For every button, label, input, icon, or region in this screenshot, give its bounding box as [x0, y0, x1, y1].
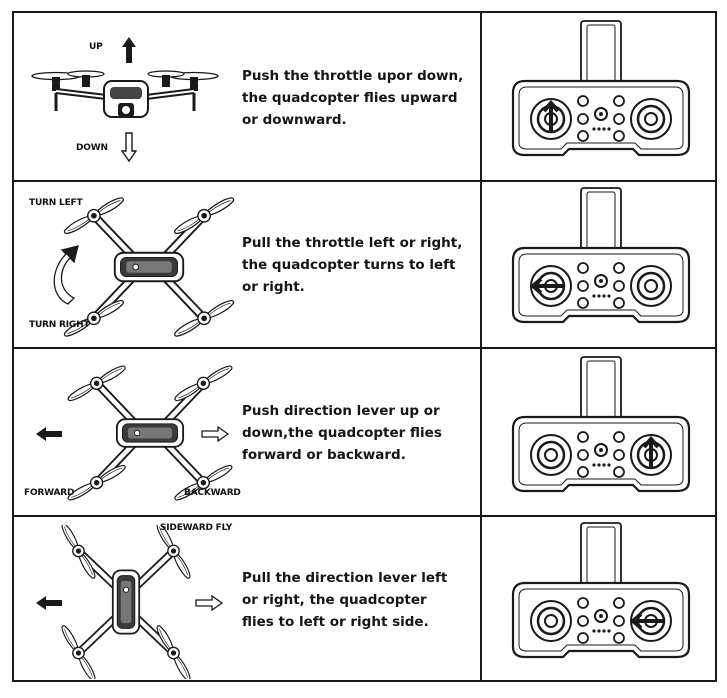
drone-top-icon — [46, 525, 206, 679]
label-turn-left: TURN LEFT — [29, 198, 83, 208]
controller-icon — [511, 355, 691, 493]
instruction-text: Pull the throttle left or right, the qua… — [242, 235, 463, 295]
label-up: UP — [89, 42, 103, 52]
instruction-text: Push the throttle upor down, the quadcop… — [242, 68, 464, 128]
arrow-left-icon — [36, 427, 62, 441]
label-forward: FORWARD — [24, 488, 75, 498]
drone-front-icon — [31, 70, 219, 118]
label-turn-right: TURN RIGHT — [29, 320, 90, 330]
row-throttle-turn: TURN LEFT TURN RIGHT Pull the throttle l… — [14, 182, 715, 347]
controller-icon — [511, 19, 691, 157]
column-divider — [480, 13, 482, 680]
row-direction-forward: FORWARD BACKWARD Push direction lever up… — [14, 349, 715, 515]
row-throttle-updown: UP DOWN Push the throttle upor down, the… — [14, 13, 715, 180]
instruction-text: Pull the direction lever left or right, … — [242, 570, 448, 630]
arrow-down-icon — [121, 132, 137, 163]
label-down: DOWN — [76, 143, 108, 153]
instruction-table: UP DOWN Push the throttle upor down, the… — [12, 11, 717, 682]
arrow-right-icon — [195, 595, 224, 611]
curved-arrow-icon — [53, 245, 79, 305]
row-divider — [14, 515, 715, 517]
row-direction-sideward: SIDEWARD FLY Pull the direction lever le… — [14, 517, 715, 682]
row-divider — [14, 180, 715, 182]
arrow-right-icon — [201, 426, 230, 442]
row-divider — [14, 347, 715, 349]
instruction-text: Push direction lever up or down,the quad… — [242, 403, 442, 463]
label-sideward-fly: SIDEWARD FLY — [160, 523, 233, 533]
controller-icon — [511, 186, 691, 324]
controller-icon — [511, 521, 691, 659]
arrow-up-icon — [122, 37, 136, 63]
arrow-left-icon — [36, 596, 62, 610]
label-backward: BACKWARD — [184, 488, 241, 498]
